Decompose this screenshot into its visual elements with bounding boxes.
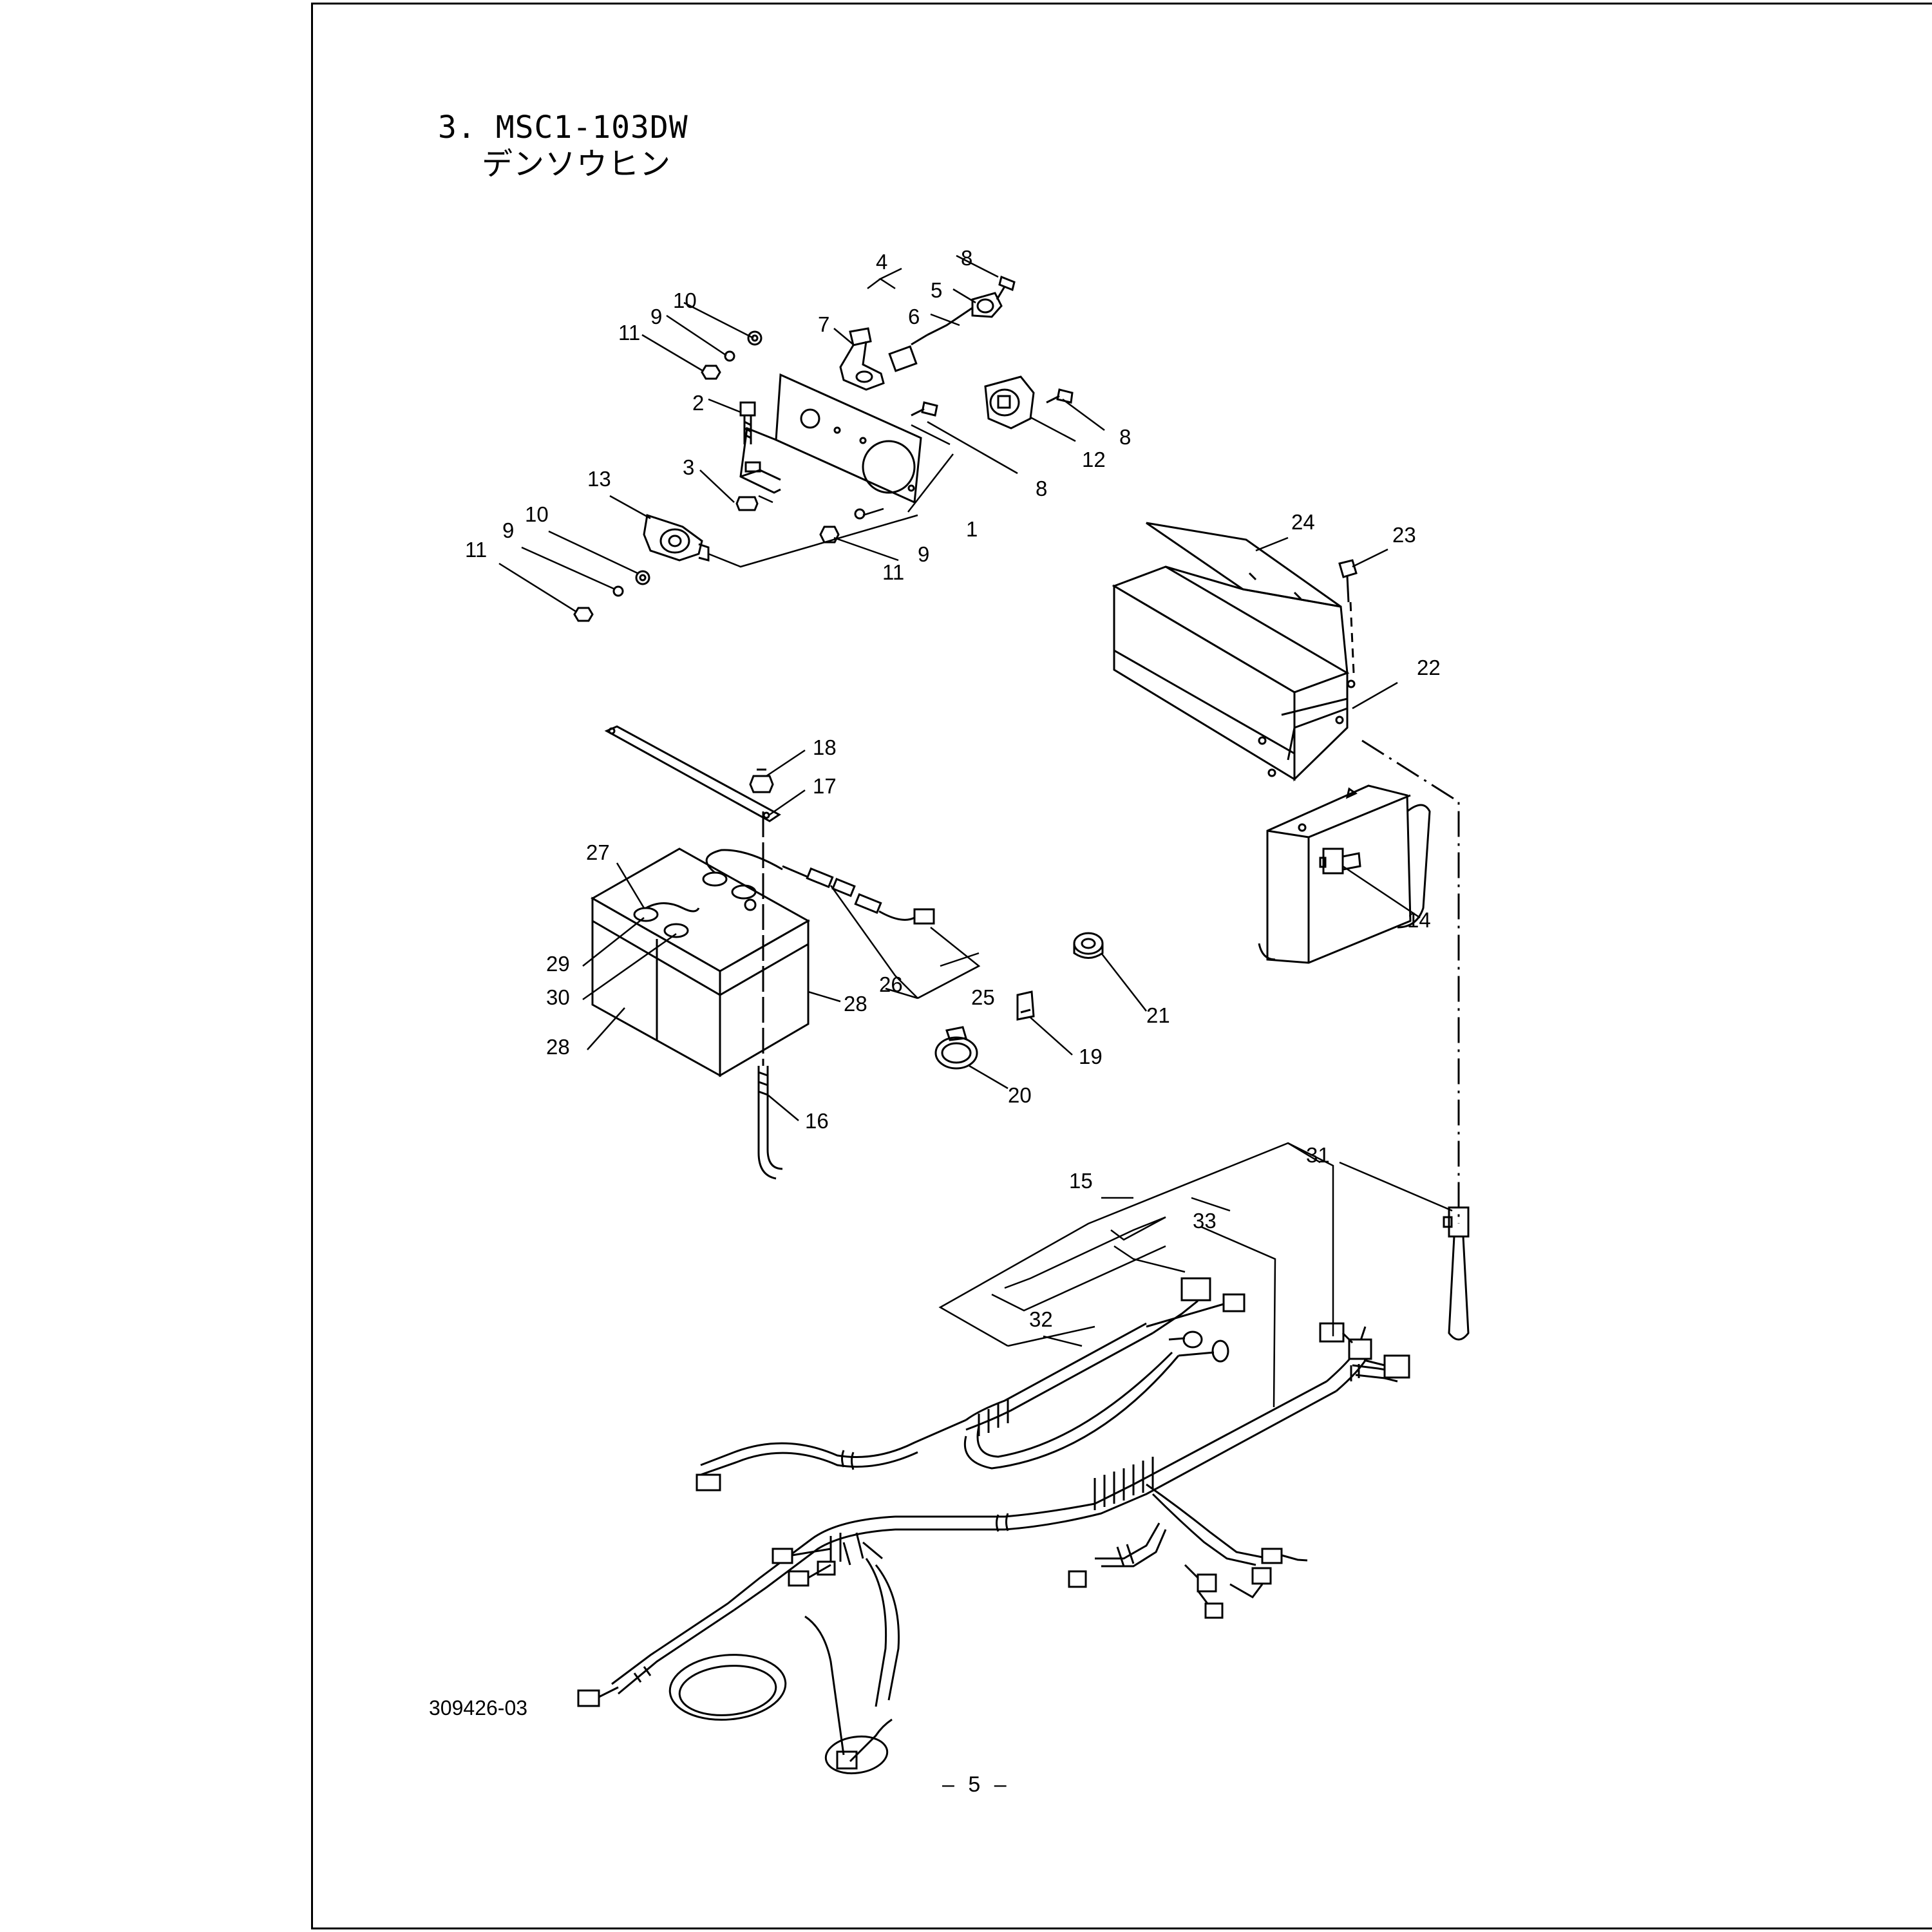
main-wire-harness	[577, 1277, 1410, 1775]
callout-16: 16	[805, 1109, 829, 1133]
callout-9-left: 9	[502, 518, 514, 542]
callout-27: 27	[586, 840, 610, 864]
callout-23: 23	[1392, 523, 1416, 547]
fuse-cable-25	[782, 865, 935, 925]
wire-harness-31	[1443, 1206, 1470, 1341]
callout-17: 17	[813, 774, 837, 798]
toggle-switch-14	[1319, 848, 1361, 875]
callout-labels: 8 4 5 6 7 10 9 11 2 3 8 12 8 1 9 11 13 1…	[465, 246, 1441, 1331]
battery-strap-17	[604, 725, 781, 822]
callout-11-top: 11	[618, 321, 640, 345]
callout-21: 21	[1146, 1003, 1170, 1027]
callout-9-top: 9	[650, 305, 662, 328]
callout-1: 1	[966, 517, 978, 541]
screw-23	[1338, 559, 1358, 674]
diagram-title: 3. MSC1-103DW	[438, 109, 688, 146]
callout-25: 25	[971, 985, 995, 1009]
callout-15: 15	[1069, 1169, 1093, 1193]
callout-5: 5	[931, 278, 942, 302]
nut-18	[749, 768, 774, 793]
callout-24: 24	[1291, 510, 1315, 534]
callout-10-top: 10	[673, 289, 697, 312]
cover-sheet-24	[1146, 522, 1349, 674]
bracket-lower-fasteners	[819, 508, 866, 544]
callout-20: 20	[1008, 1083, 1032, 1107]
control-box-22	[1112, 565, 1356, 782]
callout-18: 18	[813, 735, 837, 759]
callout-8-mid: 8	[1036, 477, 1047, 500]
buzzer-12	[984, 375, 1035, 430]
clip-19	[1016, 990, 1035, 1021]
callout-8-right: 8	[1119, 425, 1131, 449]
callout-11-left: 11	[465, 538, 487, 562]
callout-12: 12	[1082, 448, 1106, 471]
screw-8-top	[996, 275, 1016, 300]
callout-14: 14	[1407, 908, 1431, 932]
callout-31: 31	[1306, 1143, 1330, 1167]
callout-2: 2	[692, 391, 704, 415]
sensor-5	[888, 292, 1003, 372]
page-number: – 5 –	[942, 1772, 1010, 1797]
screw-8-mid	[911, 401, 938, 417]
screw-8-right	[1046, 388, 1074, 404]
callout-29: 29	[546, 952, 570, 976]
callout-4: 4	[876, 250, 887, 274]
mounting-bracket	[739, 373, 922, 504]
callout-9-right: 9	[918, 542, 929, 566]
callout-3: 3	[683, 455, 694, 479]
diagram-subtitle: デンソウヒン	[482, 146, 672, 182]
callout-11-right: 11	[882, 560, 904, 584]
nut-3	[735, 496, 759, 511]
grommet-21	[1073, 932, 1104, 959]
callout-30: 30	[546, 985, 570, 1009]
leader-lines	[498, 254, 1453, 1408]
callout-26: 26	[879, 972, 903, 996]
bolt-2	[739, 401, 756, 444]
callout-28-right: 28	[844, 992, 867, 1016]
callout-28-left: 28	[546, 1035, 570, 1059]
drawing-number: 309426-03	[429, 1696, 528, 1719]
callout-33: 33	[1193, 1209, 1217, 1233]
hook-rod-16	[757, 811, 783, 1180]
callout-10-left: 10	[525, 502, 549, 526]
callout-6: 6	[908, 305, 920, 328]
callout-22: 22	[1417, 656, 1441, 679]
callout-32: 32	[1029, 1307, 1053, 1331]
callout-19: 19	[1079, 1045, 1103, 1068]
switch-13	[643, 514, 710, 562]
callout-7: 7	[818, 312, 829, 336]
hose-clamp-20	[934, 1026, 978, 1070]
switch-bracket-14	[1258, 784, 1431, 964]
lower-left-fasteners	[573, 570, 650, 622]
callout-8-top: 8	[961, 246, 972, 270]
battery-28	[590, 848, 811, 1077]
callout-13: 13	[587, 467, 611, 491]
upper-fasteners	[701, 330, 762, 380]
page-border	[311, 3, 1932, 1929]
clip-7	[839, 327, 885, 391]
